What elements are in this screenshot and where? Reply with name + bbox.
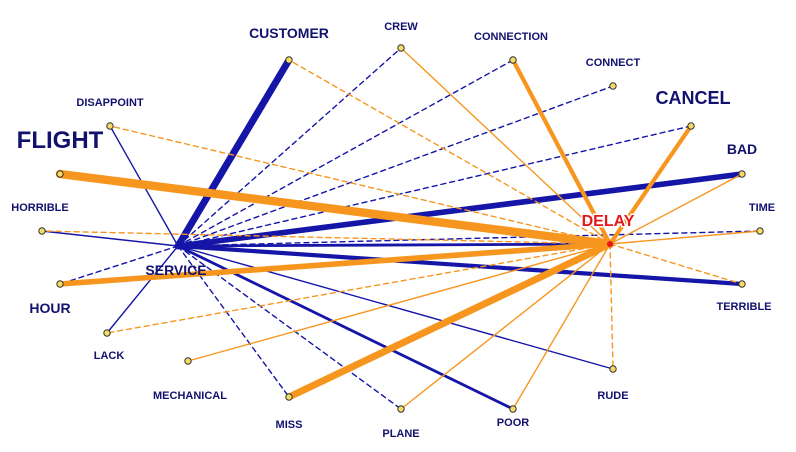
node-label-connection: CONNECTION bbox=[474, 31, 548, 43]
node-label-miss: MISS bbox=[276, 419, 303, 431]
edge-delay-plane bbox=[400, 243, 611, 410]
edge-service-miss bbox=[177, 245, 290, 398]
node-dot-terrible bbox=[738, 280, 746, 288]
edge-delay-cancel bbox=[607, 123, 694, 247]
edge-service-bad bbox=[175, 171, 745, 249]
node-label-hour: HOUR bbox=[29, 300, 70, 316]
node-label-poor: POOR bbox=[497, 417, 529, 429]
node-layer: CUSTOMER CREW CONNECTION CONNECT CANCEL BAD TI… bbox=[11, 21, 775, 440]
node-time: TIME bbox=[749, 202, 775, 235]
edge-service-hour bbox=[59, 245, 179, 285]
node-label-cancel: CANCEL bbox=[656, 88, 731, 108]
edge-delay-miss bbox=[285, 240, 614, 401]
node-rude: RUDE bbox=[597, 365, 629, 402]
node-label-horrible: HORRIBLE bbox=[11, 202, 68, 214]
edge-delay-mechanical bbox=[187, 243, 611, 362]
edge-service-terrible bbox=[175, 243, 745, 287]
edge-service-connection bbox=[177, 59, 514, 247]
node-miss: MISS bbox=[276, 393, 303, 431]
edge-delay-terrible bbox=[609, 243, 743, 285]
node-dot-mechanical bbox=[184, 357, 192, 365]
node-connect: CONNECT bbox=[586, 57, 641, 90]
hub-dot-delay bbox=[607, 241, 613, 247]
node-dot-miss bbox=[285, 393, 293, 401]
node-flight: FLIGHT bbox=[17, 127, 104, 178]
node-bad: BAD bbox=[727, 141, 757, 178]
node-dot-connection bbox=[509, 56, 517, 64]
hub-layer: SERVICE DELAY bbox=[145, 212, 636, 279]
node-poor: POOR bbox=[497, 405, 529, 429]
node-label-time: TIME bbox=[749, 202, 775, 214]
node-label-connect: CONNECT bbox=[586, 57, 641, 69]
edge-service-delay bbox=[176, 242, 612, 248]
edge-service-cancel bbox=[177, 125, 692, 247]
hub-delay: DELAY bbox=[580, 212, 636, 247]
edge-delay-connection bbox=[510, 57, 613, 247]
node-label-customer: CUSTOMER bbox=[249, 25, 329, 41]
edge-service-crew bbox=[177, 47, 402, 247]
edge-delay-bad bbox=[609, 173, 743, 245]
node-dot-cancel bbox=[687, 122, 695, 130]
node-dot-hour bbox=[56, 280, 64, 288]
edge-delay-poor bbox=[512, 243, 611, 410]
node-dot-bad bbox=[738, 170, 746, 178]
node-connection: CONNECTION bbox=[474, 31, 548, 64]
node-label-flight: FLIGHT bbox=[17, 127, 104, 154]
edge-delay-time bbox=[609, 230, 761, 245]
hub-label-delay: DELAY bbox=[582, 213, 635, 230]
edge-delay-hour bbox=[57, 241, 613, 287]
node-dot-poor bbox=[509, 405, 517, 413]
node-dot-plane bbox=[397, 405, 405, 413]
node-label-disappoint: DISAPPOINT bbox=[76, 97, 144, 109]
node-crew: CREW bbox=[384, 21, 418, 52]
edge-service-lack bbox=[106, 245, 179, 334]
node-label-plane: PLANE bbox=[382, 428, 419, 440]
node-label-mechanical: MECHANICAL bbox=[153, 390, 227, 402]
edge-layer bbox=[41, 47, 761, 411]
edge-service-time bbox=[177, 230, 761, 247]
node-dot-customer bbox=[285, 56, 293, 64]
edge-delay-horrible bbox=[41, 230, 611, 245]
edge-service-horrible bbox=[41, 230, 179, 247]
node-cancel: CANCEL bbox=[656, 88, 731, 130]
hub-dot-service bbox=[175, 243, 181, 249]
node-mechanical: MECHANICAL bbox=[153, 357, 227, 402]
node-dot-disappoint bbox=[106, 122, 114, 130]
node-label-crew: CREW bbox=[384, 21, 418, 33]
node-dot-rude bbox=[609, 365, 617, 373]
edge-delay-lack bbox=[106, 243, 611, 334]
node-dot-connect bbox=[609, 82, 617, 90]
node-hour: HOUR bbox=[29, 280, 71, 316]
node-terrible: TERRIBLE bbox=[717, 280, 772, 313]
node-dot-flight bbox=[56, 170, 64, 178]
edge-service-rude bbox=[177, 245, 614, 370]
edge-service-connect bbox=[177, 85, 614, 247]
edge-delay-flight bbox=[55, 169, 615, 249]
hub-label-service: SERVICE bbox=[145, 262, 206, 278]
edge-delay-rude bbox=[609, 243, 614, 370]
edge-delay-customer bbox=[288, 59, 611, 245]
node-dot-horrible bbox=[38, 227, 46, 235]
node-customer: CUSTOMER bbox=[249, 25, 329, 64]
node-label-bad: BAD bbox=[727, 141, 757, 157]
node-label-rude: RUDE bbox=[597, 390, 628, 402]
node-label-lack: LACK bbox=[94, 350, 125, 362]
hub-service: SERVICE bbox=[145, 243, 207, 278]
node-disappoint: DISAPPOINT bbox=[76, 97, 144, 130]
node-dot-time bbox=[756, 227, 764, 235]
node-label-terrible: TERRIBLE bbox=[717, 301, 772, 313]
node-lack: LACK bbox=[94, 329, 125, 362]
node-plane: PLANE bbox=[382, 405, 420, 440]
edge-service-customer bbox=[174, 56, 293, 250]
node-dot-lack bbox=[103, 329, 111, 337]
edge-delay-crew bbox=[400, 47, 611, 245]
node-dot-crew bbox=[397, 44, 405, 52]
edge-delay-disappoint bbox=[109, 125, 611, 245]
node-horrible: HORRIBLE bbox=[11, 202, 69, 235]
